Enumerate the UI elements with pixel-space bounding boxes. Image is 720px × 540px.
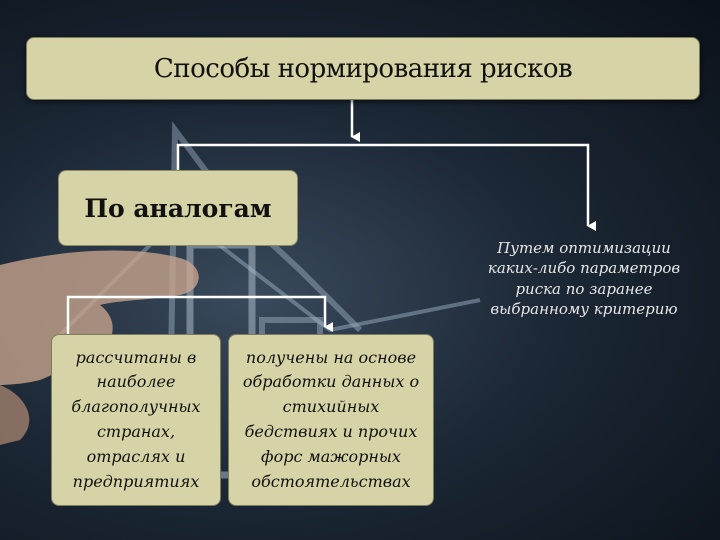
disaster-data-box: получены на основе обработки данных о ст… — [228, 334, 434, 506]
optimization-method-text: Путем оптимизации каких-либо параметров … — [487, 239, 681, 318]
analog-method-box: По аналогам — [58, 170, 298, 246]
prosperous-regions-box: рассчитаны в наиболее благополучных стра… — [51, 334, 221, 506]
diagram-title: Способы нормирования рисков — [26, 37, 700, 100]
